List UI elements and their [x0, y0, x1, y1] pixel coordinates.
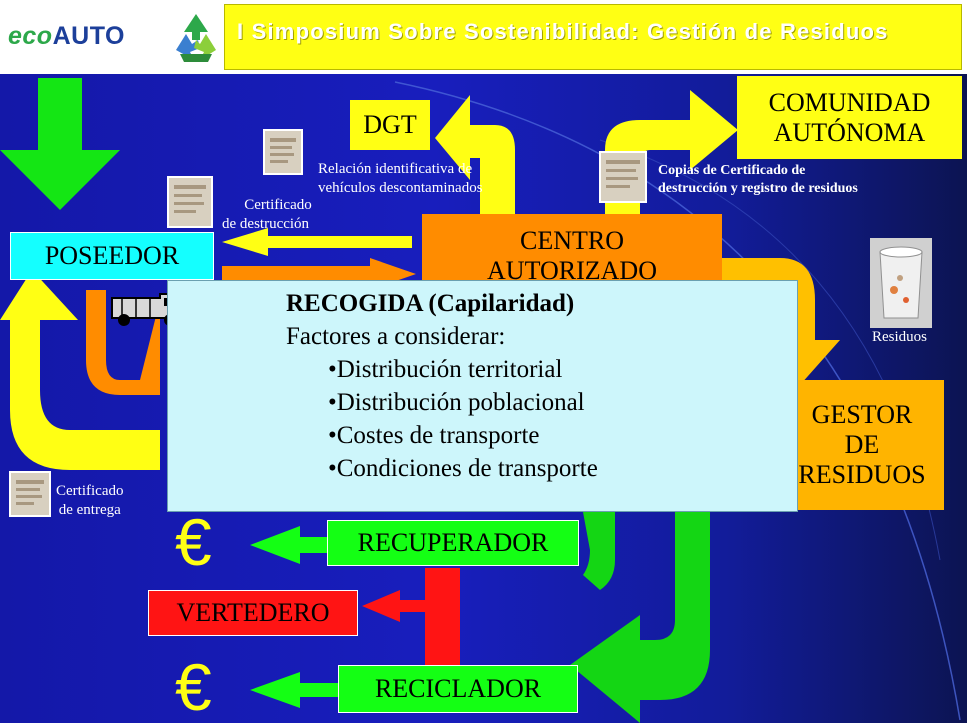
list-item: •Costes de transporte [328, 422, 540, 449]
euro-icon: € [175, 505, 212, 579]
document-icon [9, 471, 51, 517]
node-recuperador: RECUPERADOR [327, 520, 579, 566]
ecoauto-logo: ecoAUTO [8, 22, 125, 50]
label-copias-certificado: Copias de Certificado de destrucción y r… [658, 163, 858, 196]
arrow-recuperador-to-euro [250, 526, 330, 564]
arrow-reciclador-to-euro [250, 672, 338, 708]
slide-title: I Simposium Sobre Sostenibilidad: Gestió… [224, 4, 962, 70]
euro-icon: € [175, 650, 212, 723]
arrow-green-curve-right [570, 500, 710, 723]
recogida-popup: RECOGIDA (Capilaridad) Factores a consid… [167, 280, 798, 512]
list-item: •Distribución territorial [328, 356, 563, 383]
label-certificado-entrega: Certificado de entrega [56, 483, 124, 518]
waste-bucket-icon [870, 238, 932, 328]
popup-subtitle: Factores a considerar: [286, 323, 506, 350]
node-reciclador: RECICLADOR [338, 665, 578, 713]
document-icon [167, 176, 213, 228]
node-comunidad-autonoma: COMUNIDAD AUTÓNOMA [737, 76, 962, 159]
arrow-down-green [0, 78, 120, 210]
popup-factor-list: •Distribución territorial •Distribución … [286, 353, 797, 485]
label-certificado-destruccion: Certificado de destrucción [222, 197, 312, 232]
label-relacion-vehiculos: Relación identificativa de vehículos des… [318, 161, 483, 196]
document-icon [263, 129, 303, 175]
arrow-centro-to-dgt [435, 95, 515, 215]
recycle-icon [176, 14, 216, 62]
list-item: •Distribución poblacional [328, 389, 585, 416]
node-vertedero: VERTEDERO [148, 590, 358, 636]
list-item: •Condiciones de transporte [328, 455, 598, 482]
popup-title: RECOGIDA (Capilaridad) [286, 290, 575, 317]
arrow-recuperador-to-vertedero [362, 568, 460, 665]
label-residuos: Residuos [872, 329, 928, 345]
arrow-green-curve-mid [583, 512, 615, 590]
arrow-centro-to-poseedor [222, 228, 412, 256]
arrow-loop-left [0, 270, 160, 470]
document-icon [599, 151, 647, 203]
arrow-orange-curve [86, 290, 160, 470]
node-poseedor: POSEEDOR [10, 232, 214, 280]
node-dgt: DGT [350, 100, 430, 150]
